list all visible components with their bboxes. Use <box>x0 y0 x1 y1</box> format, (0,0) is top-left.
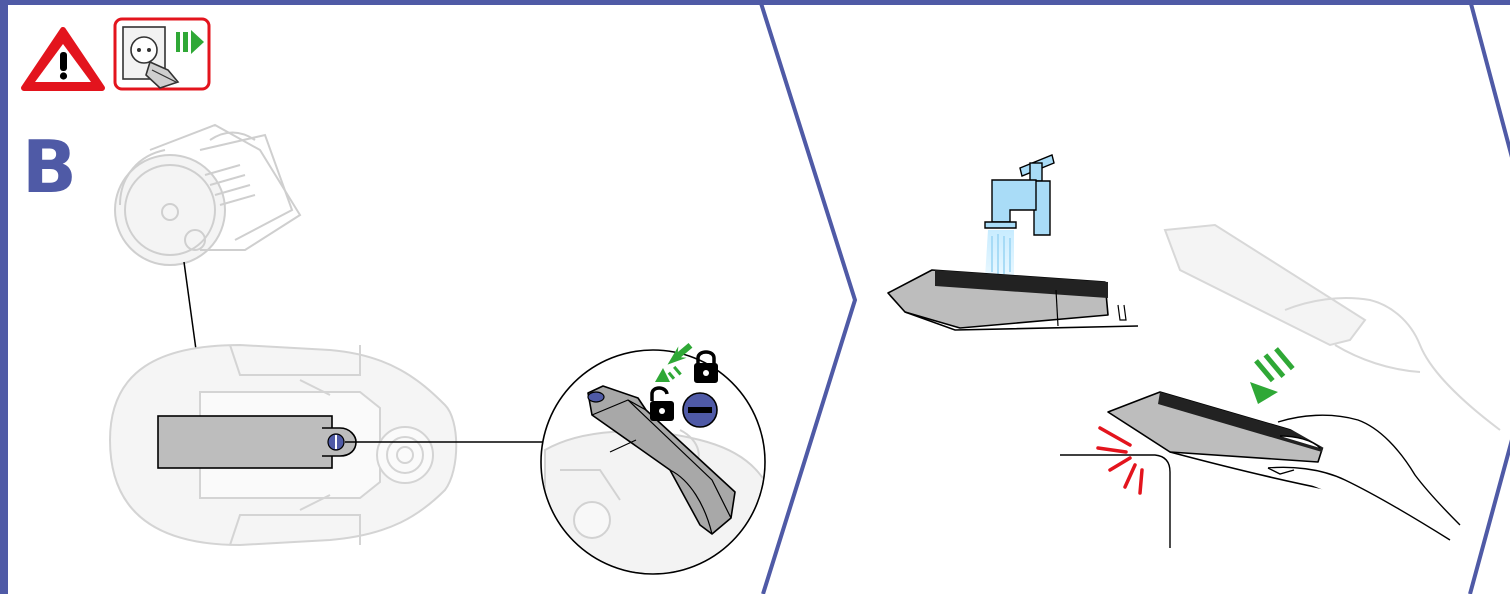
unplug-from-mains-icon <box>115 19 209 89</box>
unlock-knob-position-icon <box>683 393 717 427</box>
locked-padlock-icon <box>694 352 718 383</box>
filter-under-tap <box>888 270 1138 330</box>
filter-ghost-before-refit <box>1165 225 1500 430</box>
click-sound-marks-icon <box>1098 428 1142 493</box>
filter-cover[interactable] <box>158 416 356 468</box>
water-tap-icon <box>985 155 1054 235</box>
step-letter: B <box>22 125 77 209</box>
water-stream <box>985 230 1014 278</box>
vacuum-side-view <box>115 125 300 265</box>
magnified-latch-detail <box>541 340 780 594</box>
push-down-arrows-icon <box>1250 347 1295 404</box>
warning-triangle-icon <box>24 30 102 88</box>
